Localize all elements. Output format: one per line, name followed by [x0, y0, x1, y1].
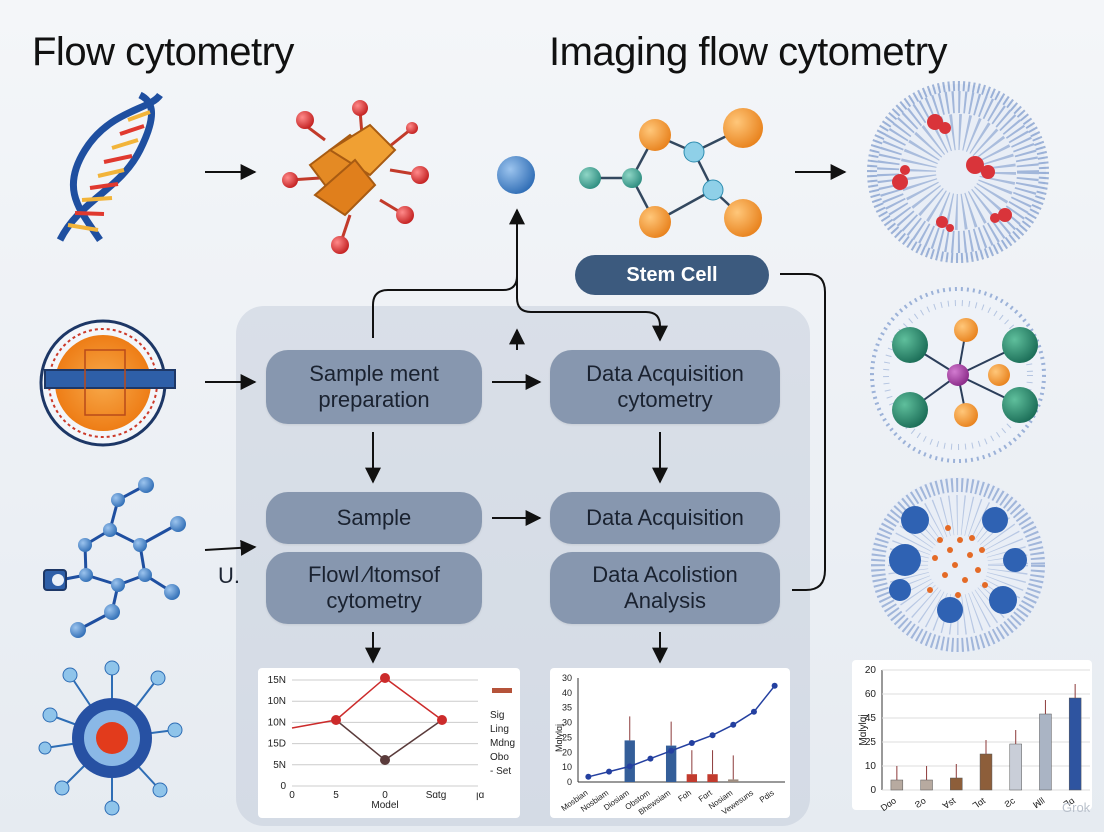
cell-network-icon	[38, 660, 183, 816]
x-axis-label: Model	[371, 800, 398, 811]
y-tick-label: 15D	[268, 739, 286, 750]
y-tick-label: 5N	[273, 760, 286, 771]
trend-point	[626, 763, 633, 770]
y-tick-label: 25	[562, 732, 572, 742]
trend-point	[668, 747, 675, 754]
title-flow-cytometry: Flow cytometry	[32, 30, 294, 74]
trend-point	[750, 708, 757, 715]
y-tick-label: 0	[280, 781, 286, 792]
y-axis-label: Mɑlylɑj	[858, 714, 869, 745]
legend-label: - Set	[490, 766, 511, 777]
box-sample: Sample	[266, 492, 482, 544]
x-tick-label: 0	[382, 790, 388, 801]
y-tick-label: 60	[865, 689, 877, 700]
dotted-cell-icon-top	[867, 81, 1049, 263]
y-tick-label: 35	[562, 703, 572, 713]
x-tick-label: 0	[289, 790, 295, 801]
y-tick-label: 0	[567, 777, 572, 787]
y-tick-label: 20	[562, 747, 572, 757]
y-tick-label: 0	[870, 785, 876, 796]
data-point	[380, 673, 390, 683]
trend-point	[709, 732, 716, 739]
data-point	[380, 755, 390, 765]
bar	[950, 777, 963, 791]
box-data-acquisition: Data Acquisition	[550, 492, 780, 544]
y-tick-label: 10	[865, 761, 877, 772]
dotted-cell-icon-bottom	[870, 477, 1046, 653]
molecular-structure-icon	[43, 477, 186, 638]
blue-sphere-icon	[497, 156, 535, 194]
trend-point	[688, 740, 695, 746]
stem-cell-badge: Stem Cell	[575, 255, 769, 295]
y-tick-label: 30	[562, 718, 572, 728]
trend-point	[647, 755, 654, 762]
x-tick-label: Ꞁɑ	[1062, 795, 1076, 809]
protein-molecule-icon	[282, 100, 429, 254]
y-tick-label: 10	[562, 762, 572, 772]
y-tick-label: 10N	[268, 696, 286, 707]
series-line	[291, 677, 443, 729]
y-tick-label: 15N	[268, 675, 286, 686]
y-axis-label: Mɑlylɑj	[554, 724, 564, 752]
legend-swatch	[492, 688, 512, 693]
bar	[890, 779, 904, 791]
box-flow-cytometry: Flowl ⁄ltomsof cytometry	[266, 552, 482, 624]
x-tick-label: Sɑtg	[426, 790, 447, 801]
box-data-analysis: Data Acolistion Analysis	[550, 552, 780, 624]
node-graph-icon	[579, 108, 763, 238]
cell-cross-section-icon	[39, 319, 176, 447]
legend-label: Ling	[490, 724, 509, 735]
y-tick-label: 25	[865, 737, 877, 748]
x-tick-label: 5	[333, 790, 339, 801]
box-data-acquisition-cytometry: Data Acquisition cytometry	[550, 350, 780, 424]
chart-bg	[852, 660, 1092, 810]
legend-label: Obo	[490, 752, 509, 763]
bar	[707, 774, 718, 782]
box-sample-preparation: Sample ment preparation	[266, 350, 482, 424]
trend-point	[606, 768, 613, 775]
y-tick-label: 10N	[268, 717, 286, 728]
x-tick-label: ꞁɑ	[476, 790, 484, 801]
bar	[1068, 697, 1082, 791]
y-tick-label: 40	[562, 688, 572, 698]
bar	[665, 745, 677, 782]
side-letter: U.	[218, 563, 240, 588]
bar-line-chart: 304035302520100MɑlylɑjMosbianNosbiamDios…	[550, 668, 790, 818]
bar	[1009, 743, 1022, 791]
watermark: Grok	[1062, 800, 1091, 815]
y-tick-label: 45	[865, 713, 877, 724]
data-point	[331, 715, 341, 725]
title-imaging-flow-cytometry: Imaging flow cytometry	[549, 30, 948, 74]
y-tick-label: 20	[865, 665, 877, 676]
bar	[1039, 713, 1052, 791]
trend-point	[585, 773, 592, 780]
trend-point	[771, 682, 778, 689]
chart-bg	[258, 668, 520, 818]
data-point	[437, 715, 447, 725]
legend-label: Mdng	[490, 738, 515, 749]
bar	[728, 779, 739, 782]
connectors	[204, 164, 847, 664]
trend-line	[588, 685, 776, 778]
trend-point	[730, 721, 737, 728]
bar	[979, 753, 993, 791]
legend-label: Sig	[490, 710, 504, 721]
bar	[686, 774, 698, 782]
y-tick-label: 30	[562, 673, 572, 683]
dotted-cell-icon-middle	[870, 287, 1046, 463]
bar	[920, 779, 933, 791]
bar	[624, 740, 635, 782]
dna-helix-icon	[56, 91, 163, 242]
